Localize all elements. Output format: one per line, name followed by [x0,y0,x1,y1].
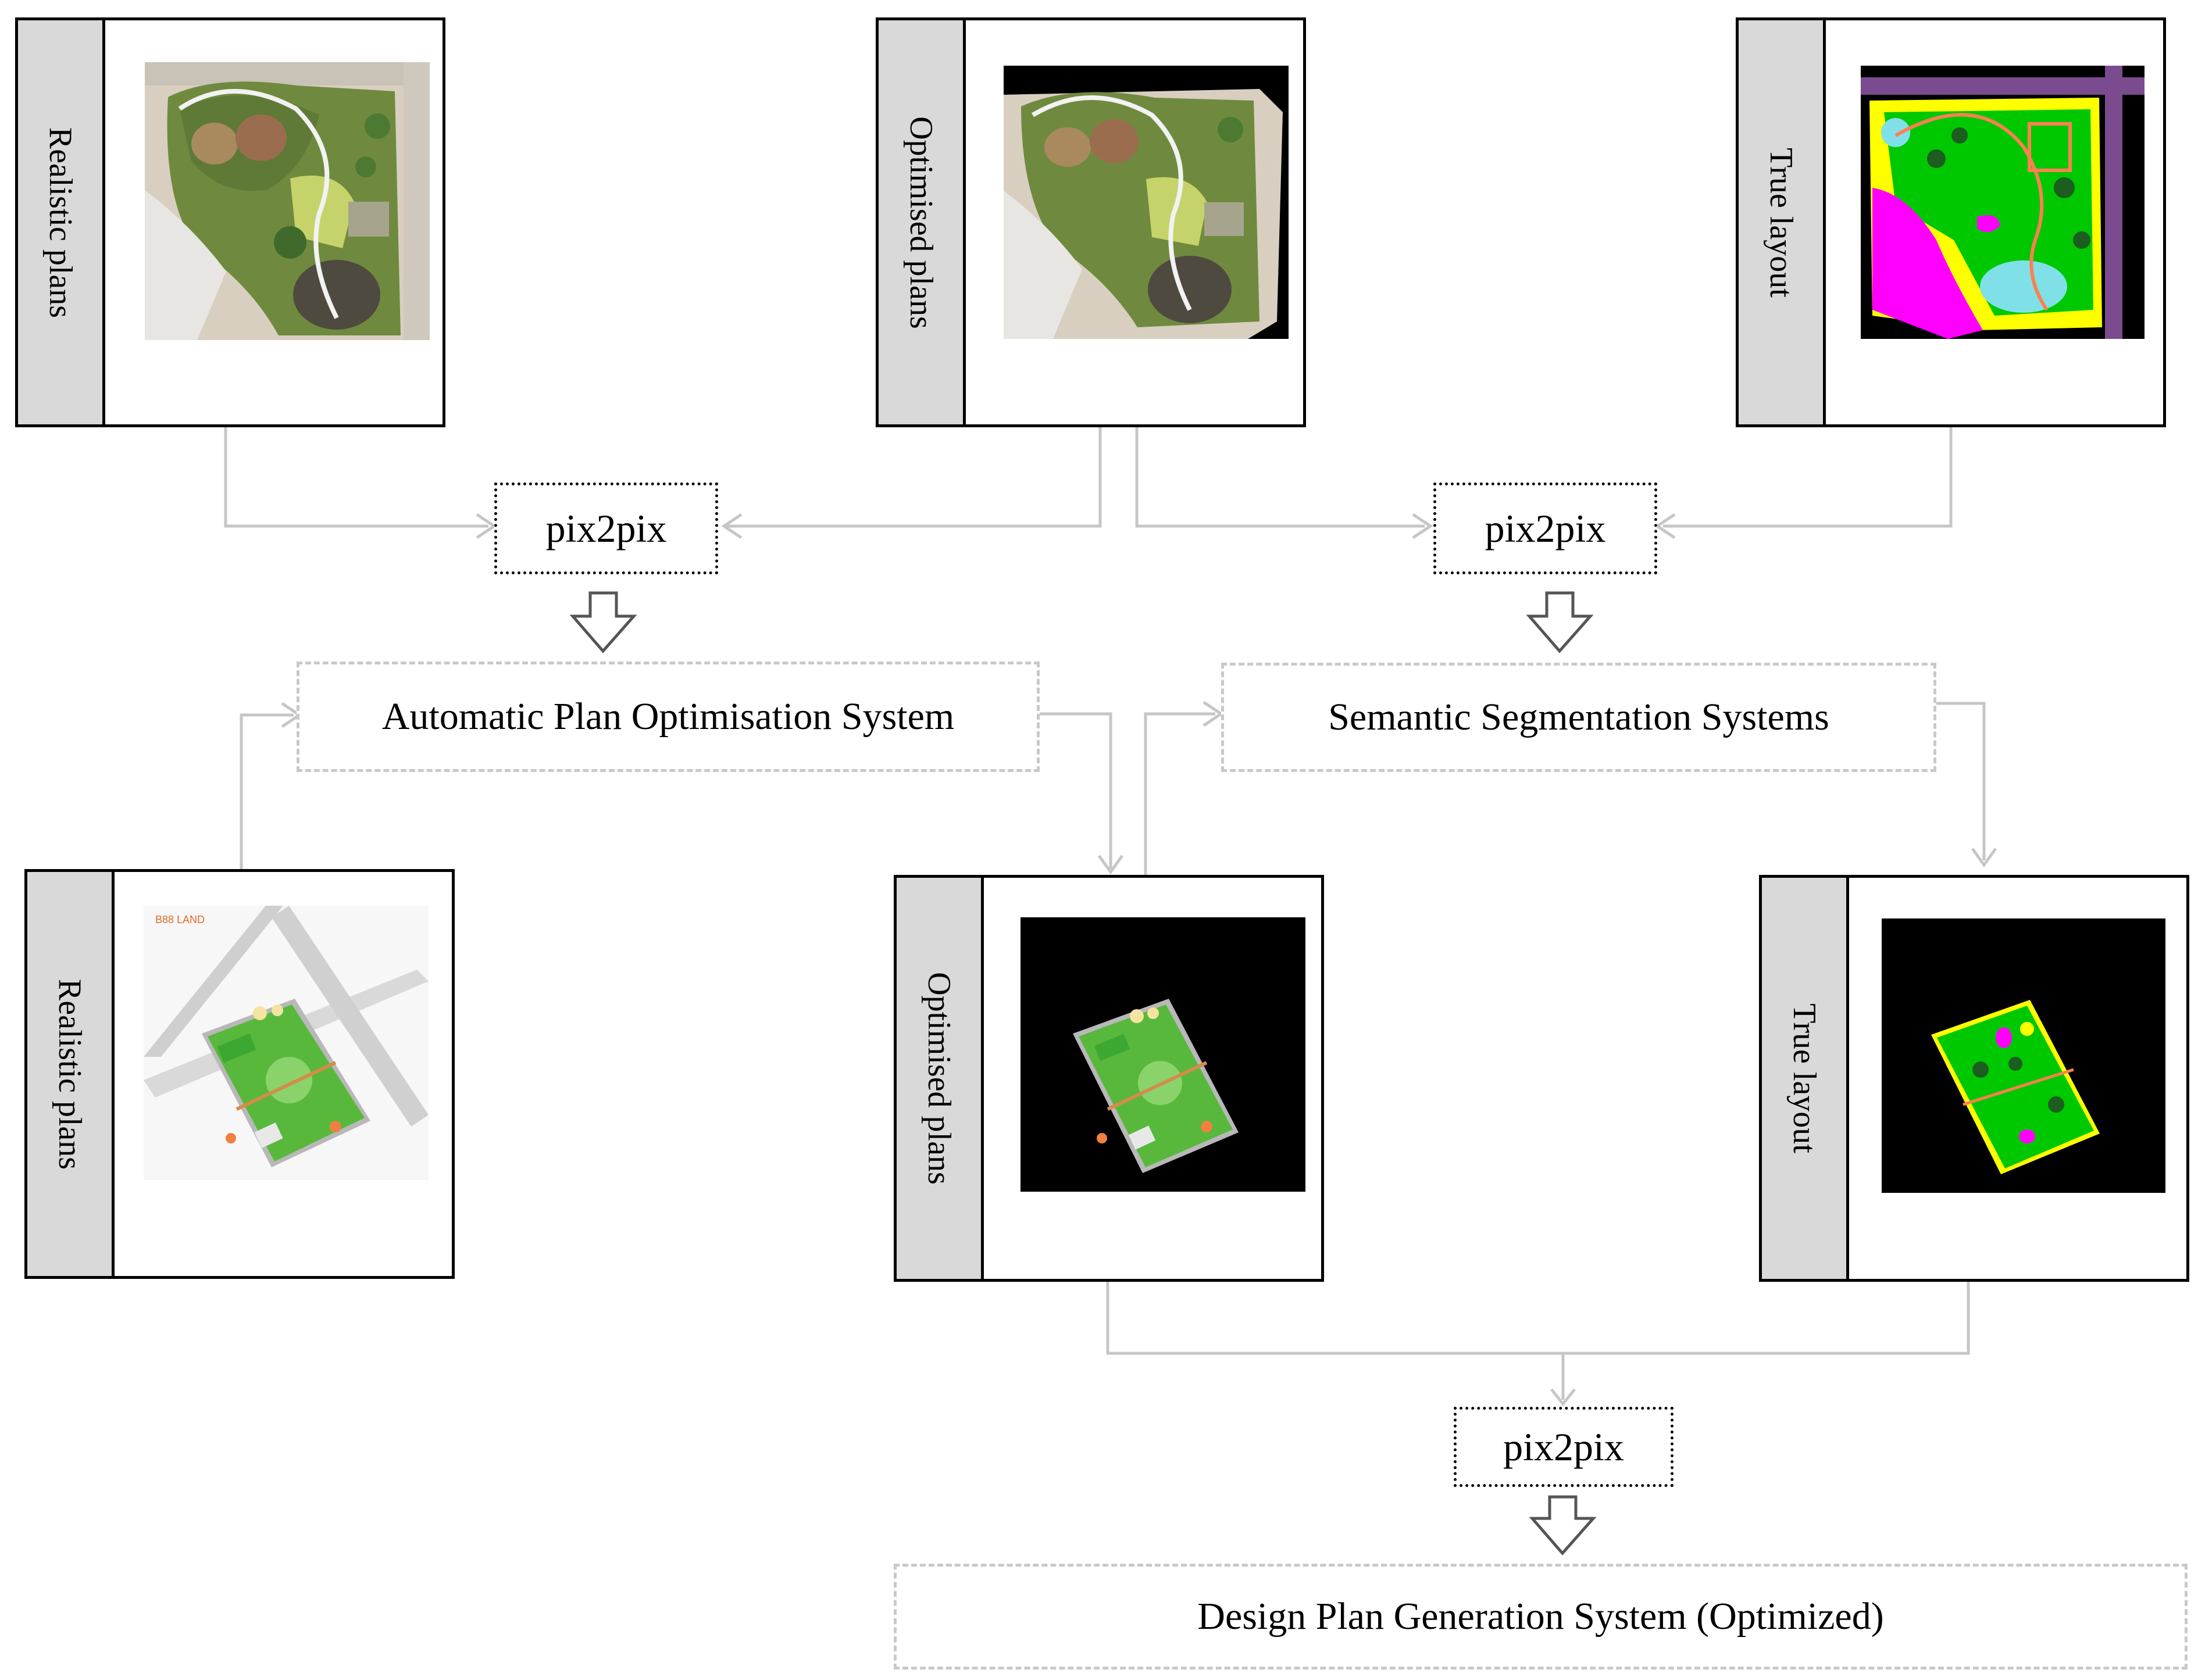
true-layout-image-bottom [1882,918,2165,1193]
connector-optimised-to-semantic [1144,712,1215,875]
panel-side-bar: True layout [1739,20,1826,424]
connector-semantic-to-true [1936,702,1986,860]
connector-optimised-to-pix2pix-right [1135,427,1425,528]
connector-realistic-to-auto [240,713,294,869]
connector-true-to-pix2pix [1663,427,1953,528]
panel-label: Realistic plans [42,127,78,318]
panel-label: Optimised plans [920,972,957,1185]
panel-side-bar: Realistic plans [18,20,105,424]
down-arrow-icon [1529,1495,1597,1556]
down-arrow-icon [569,591,637,653]
semantic-segmentation-systems: Semantic Segmentation Systems [1221,663,1936,772]
pix2pix-box-bottom: pix2pix [1454,1407,1674,1487]
pix2pix-box-right: pix2pix [1433,482,1657,574]
down-arrow-icon [1526,591,1594,653]
map-label: B88 LAND [155,914,205,925]
true-layout-image [1861,66,2145,339]
connector-realistic-to-pix2pix [224,427,488,528]
panel-label: True layout [1762,147,1799,298]
panel-optimised-plans-bottom: Optimised plans [894,875,1324,1282]
automatic-plan-optimisation-system: Automatic Plan Optimisation System [297,662,1040,772]
connector-auto-to-optimised [1038,712,1112,869]
panel-side-bar: Optimised plans [879,20,966,424]
panel-label: Optimised plans [902,116,939,329]
connector-optimised-to-pix2pix-left [724,427,1102,528]
panel-realistic-plans-bottom: Realistic plans B88 LAND [24,869,455,1279]
panel-optimised-plans-top: Optimised plans [876,17,1306,427]
pix2pix-box-left: pix2pix [494,482,718,574]
panel-true-layout-bottom: True layout [1759,875,2189,1282]
panel-true-layout-top: True layout [1736,17,2166,427]
design-plan-generation-system: Design Plan Generation System (Optimized… [894,1564,2188,1670]
optimised-plan-image-bottom [1020,917,1305,1192]
panel-label: Realistic plans [51,978,88,1170]
panel-side-bar: Optimised plans [897,878,984,1279]
panel-side-bar: Realistic plans [27,872,115,1276]
optimised-plan-image [1004,66,1289,339]
panel-realistic-plans-top: Realistic plans [15,17,445,427]
connector-merge-bottom [1106,1282,1970,1355]
realistic-plan-image [145,62,430,340]
panel-label: True layout [1786,1003,1822,1153]
realistic-plan-image-bottom: B88 LAND [144,906,429,1180]
panel-side-bar: True layout [1762,878,1849,1279]
